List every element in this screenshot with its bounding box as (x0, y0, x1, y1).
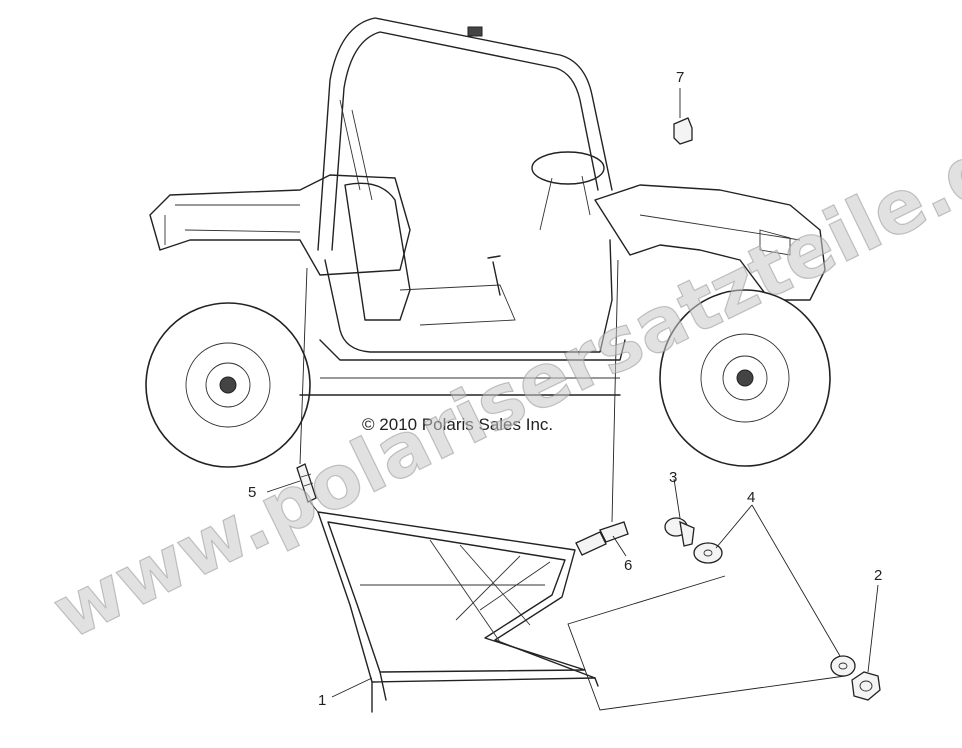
part-6-lower-strap-buckle (575, 259, 629, 557)
steering-wheel (531, 151, 605, 185)
callout-3: 3 (669, 469, 677, 486)
callout-4: 4 (747, 489, 755, 506)
callout-6: 6 (624, 557, 632, 574)
utv-vehicle-illustration (145, 17, 831, 468)
callout-2: 2 (874, 567, 882, 584)
callout-7: 7 (676, 69, 684, 86)
part-2-hex-nut (851, 584, 881, 701)
part-5-upper-strap-buckle (266, 267, 317, 503)
part-7-clip (673, 88, 693, 145)
part-1-door-net (309, 501, 599, 713)
part-3-push-rivet (664, 478, 695, 547)
copyright-text: © 2010 Polaris Sales Inc. (362, 415, 553, 434)
part-4-washer (567, 504, 856, 711)
callout-1: 1 (318, 692, 326, 709)
callout-5: 5 (248, 484, 256, 501)
